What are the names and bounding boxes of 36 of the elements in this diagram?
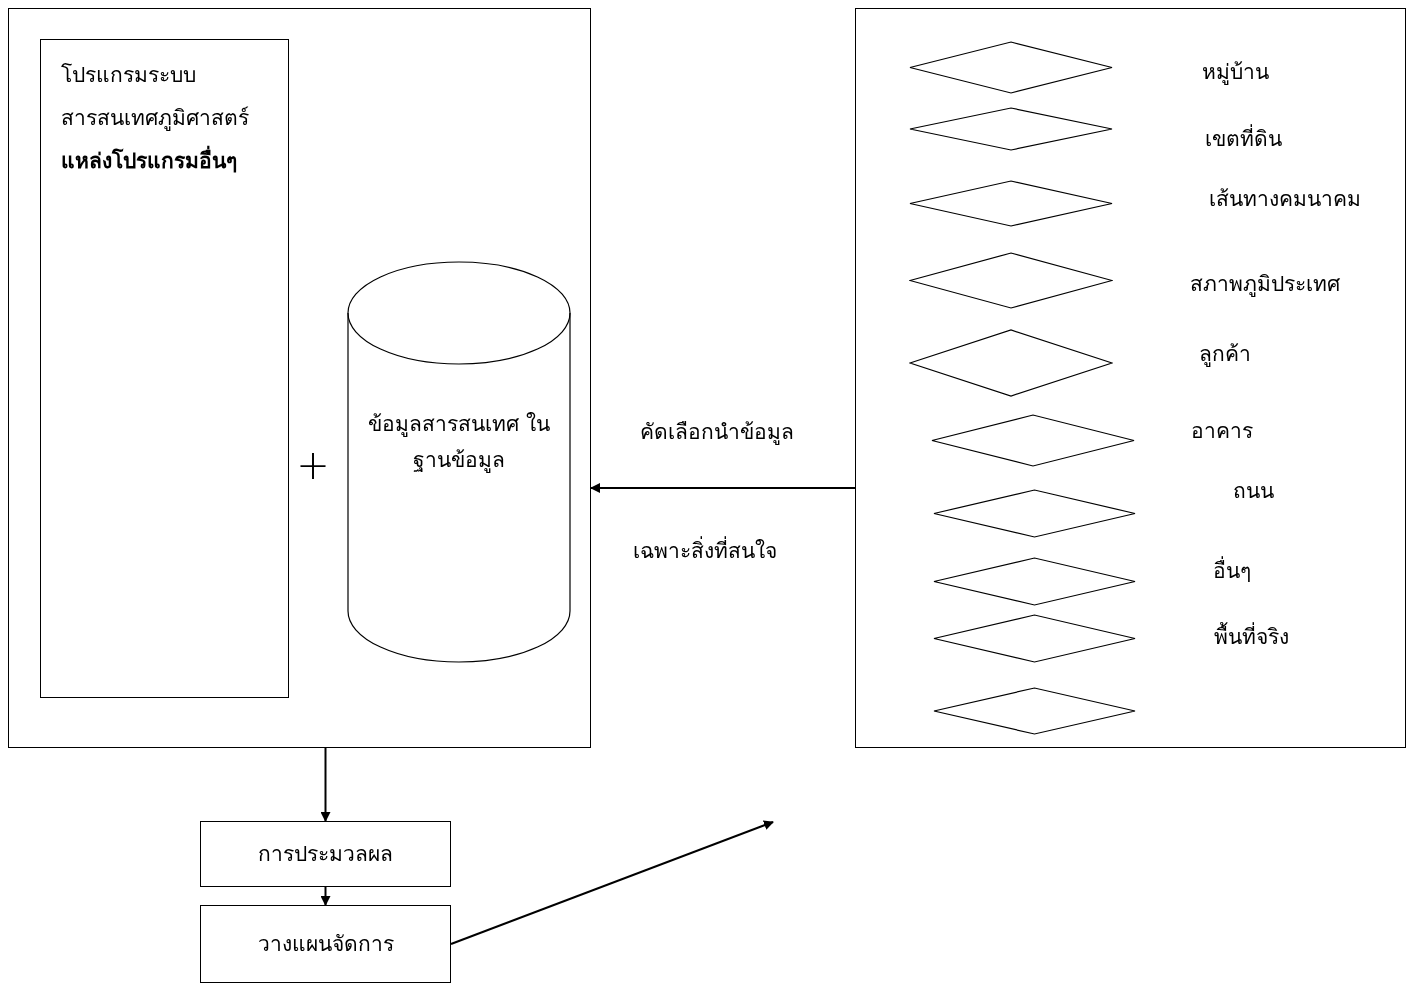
arrow (320, 747, 331, 822)
layer-label: อื่นๆ (1213, 557, 1251, 585)
diamond-shape (909, 41, 1113, 94)
diamond-shape (933, 557, 1136, 606)
arrow (320, 886, 331, 906)
diamond-shape (909, 107, 1113, 151)
arrow-label: เฉพาะสิ่งที่สนใจ (633, 537, 777, 565)
node-text: การประมวลผล (258, 841, 393, 868)
layer-label: เขตที่ดิน (1204, 125, 1282, 153)
arrow (590, 483, 856, 493)
diamond-shape (909, 180, 1113, 227)
panel-box (8, 8, 591, 748)
diamond-shape (933, 687, 1136, 735)
process-box (200, 821, 451, 887)
plus-sign: + (296, 445, 330, 485)
process-box (200, 905, 451, 983)
layer-label: หมู่บ้าน (1201, 59, 1269, 86)
layer-label: เส้นทางคมนาคม (1209, 186, 1361, 213)
diamond-shape (931, 414, 1135, 467)
node-text: ข้อมูลสารสนเทศ ในฐานข้อมูล (367, 411, 551, 475)
layer-label: ลูกค้า (1199, 341, 1251, 368)
node-text: โปรแกรมระบบสารสนเทศภูมิศาสตร์ (61, 62, 250, 133)
panel-box (855, 8, 1406, 748)
arrow (450, 820, 774, 945)
node-text: วางแผนจัดการ (257, 931, 394, 958)
arrow-label: คัดเลือกนำข้อมูล (640, 419, 794, 446)
diamond-shape (933, 489, 1136, 538)
layer-label: ถนน (1232, 478, 1274, 505)
layer-label: สภาพภูมิประเทศ (1190, 271, 1340, 298)
layer-label: อาคาร (1191, 418, 1253, 445)
diamond-shape (909, 329, 1113, 397)
diamond-shape (933, 614, 1136, 663)
layer-label: พื้นที่จริง (1213, 623, 1289, 651)
node-text: แหล่งโปรแกรมอื่นๆ (61, 140, 268, 183)
diamond-shape (909, 252, 1113, 309)
text-box (40, 39, 289, 698)
